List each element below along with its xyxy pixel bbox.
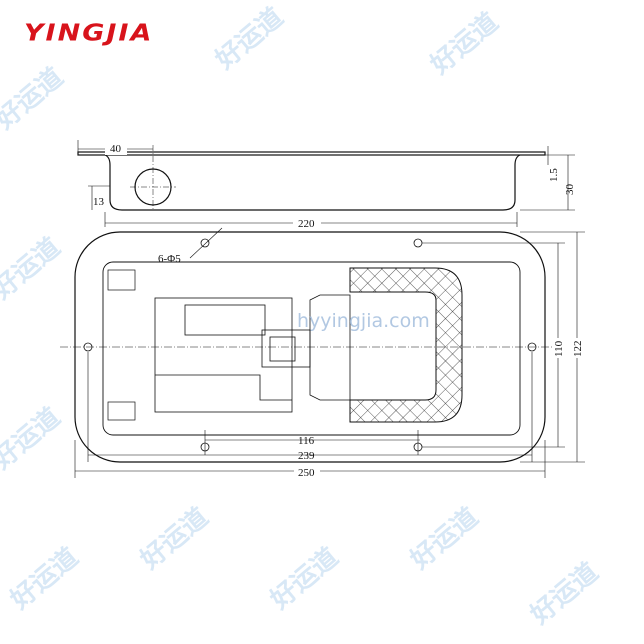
watermark-glyphs: 好运道: [209, 1, 289, 76]
watermark-glyphs: 好运道: [4, 541, 84, 616]
watermark-url: hyyingjia.com: [297, 310, 430, 332]
watermark-glyphs: 好运道: [524, 556, 604, 631]
brand-logo: YINGJIA: [24, 20, 154, 47]
watermark-glyphs: 好运道: [0, 231, 66, 306]
watermark-glyphs: 好运道: [134, 501, 214, 576]
watermark-glyphs: 好运道: [424, 6, 504, 81]
watermark-glyphs: 好运道: [0, 61, 69, 136]
handle: [349, 267, 463, 423]
pan-outline: [102, 261, 521, 436]
dim-220: 220: [298, 218, 315, 230]
watermark-glyphs: 好运道: [0, 401, 66, 476]
dim-1-5: 1.5: [548, 168, 560, 182]
dim-110: 110: [553, 340, 565, 357]
hole-callout: 6-Φ5: [158, 253, 181, 265]
watermark-glyphs: 好运道: [404, 501, 484, 576]
side-view: [77, 140, 575, 227]
dim-122: 122: [572, 341, 584, 358]
dim-40: 40: [110, 143, 122, 155]
dim-30: 30: [564, 184, 576, 196]
top-view: [60, 227, 585, 478]
dim-239: 239: [298, 450, 315, 462]
dim-250: 250: [298, 467, 315, 479]
dim-116: 116: [298, 435, 315, 447]
dim-13: 13: [93, 196, 105, 208]
watermark-glyphs: 好运道: [264, 541, 344, 616]
